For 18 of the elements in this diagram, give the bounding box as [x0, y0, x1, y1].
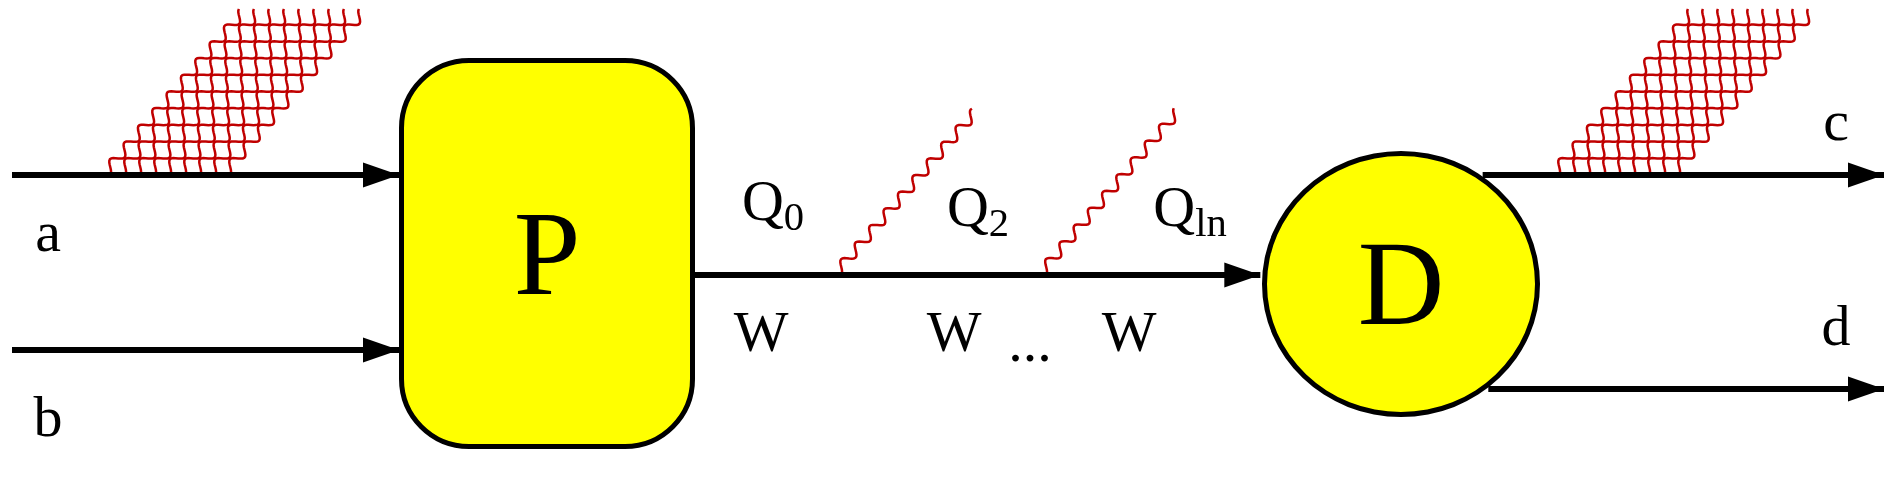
- symbol-label: W: [926, 303, 982, 361]
- symbol-label: d: [1821, 297, 1851, 355]
- arrow: [1488, 376, 1884, 402]
- symbol-label: ...: [1008, 313, 1052, 371]
- process-box: [399, 58, 695, 449]
- arrow: [1482, 162, 1884, 188]
- symbol-label: W: [733, 303, 789, 361]
- symbol-label: Q$_{2}$: [946, 178, 1010, 244]
- symbol-label: Q$_{0}$: [741, 172, 805, 238]
- symbol-label: c: [1823, 92, 1849, 150]
- arrow: [12, 162, 399, 188]
- symbol-label: W: [1101, 303, 1157, 361]
- symbol-label: a: [35, 203, 61, 261]
- node-label: D: [1357, 224, 1445, 344]
- symbol-label: b: [33, 388, 63, 446]
- arrow: [12, 337, 399, 363]
- node-label: P: [513, 193, 581, 314]
- arrow: [695, 262, 1261, 288]
